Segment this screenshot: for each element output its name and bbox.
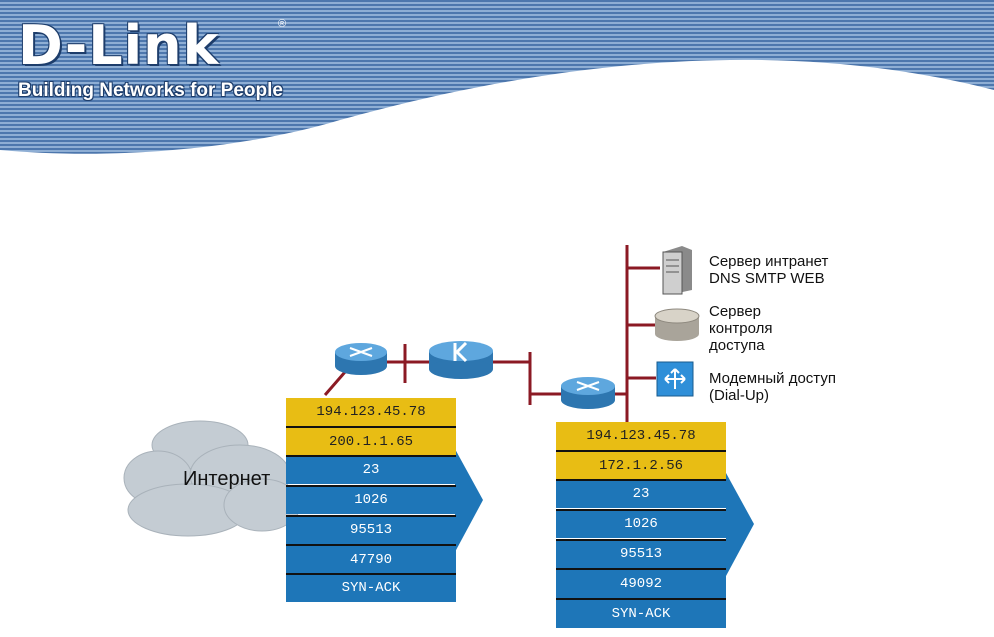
packet-field-seq: 95513 [286, 516, 456, 544]
server-label-access-control: Сервер контроля доступа [709, 303, 773, 354]
packet-field-src-port: 23 [286, 456, 456, 484]
header-banner: D-Link ® Building Networks for People [0, 0, 994, 165]
disk-server-icon [654, 308, 700, 341]
server-label-intranet: Сервер интранет DNS SMTP WEB [709, 253, 829, 287]
internet-cloud-icon [123, 420, 301, 537]
router-icon [335, 343, 387, 375]
packet-field-flags: SYN-ACK [286, 574, 456, 602]
modem-switch-icon [656, 361, 694, 397]
packet-arrow-right [726, 473, 754, 576]
packet-field-src-ip: 172.1.2.56 [556, 452, 726, 480]
packet-field-src-ip: 200.1.1.65 [286, 428, 456, 456]
server-label-modem: Модемный доступ (Dial-Up) [709, 370, 836, 404]
packet-field-src-port: 23 [556, 480, 726, 508]
banner-background [0, 0, 994, 154]
packet-field-dst-port: 1026 [556, 510, 726, 538]
firewall-router-icon [429, 341, 493, 379]
packet-field-seq: 95513 [556, 540, 726, 568]
packet-field-ack: 49092 [556, 570, 726, 598]
packet-field-dst-port: 1026 [286, 486, 456, 514]
packet-field-dst-ip: 194.123.45.78 [556, 422, 726, 450]
router-icon [561, 377, 615, 409]
packet-left: 194.123.45.78 200.1.1.65 23 1026 95513 4… [286, 398, 456, 603]
dlink-logo: D-Link [18, 14, 220, 77]
tagline: Building Networks for People [18, 80, 283, 101]
packet-field-dst-ip: 194.123.45.78 [286, 398, 456, 426]
registered-mark: ® [278, 18, 287, 30]
packet-field-flags: SYN-ACK [556, 600, 726, 628]
internet-label: Интернет [183, 468, 271, 490]
packet-right: 194.123.45.78 172.1.2.56 23 1026 95513 4… [556, 422, 726, 630]
packet-arrow-left [455, 449, 483, 552]
server-tower-icon [662, 246, 692, 295]
packet-field-ack: 47790 [286, 546, 456, 574]
network-links [323, 245, 660, 422]
